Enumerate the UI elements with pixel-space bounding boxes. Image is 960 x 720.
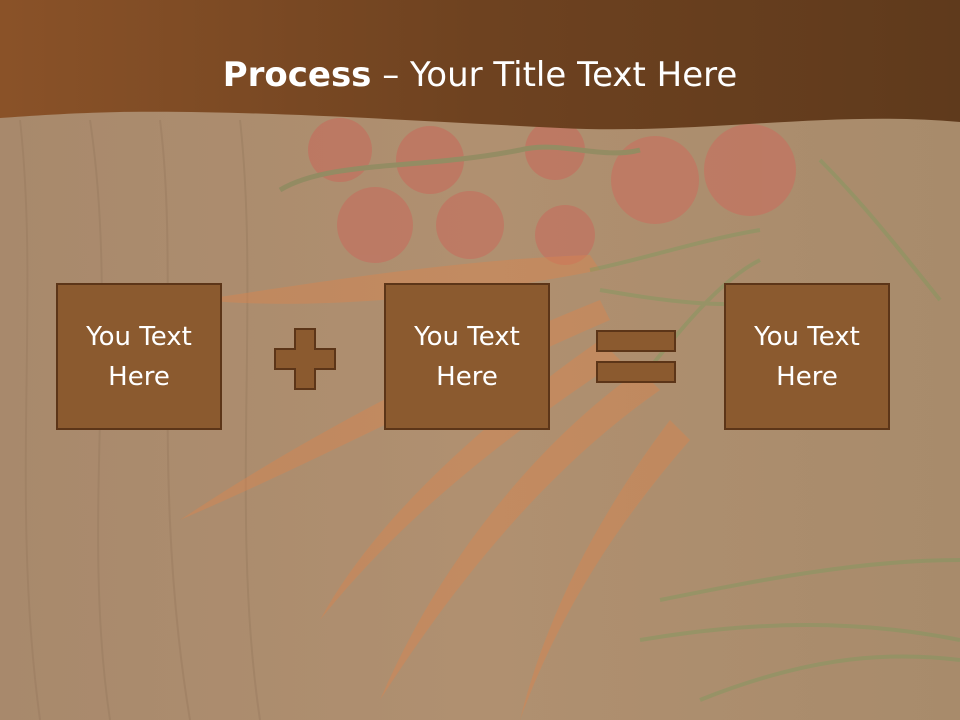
box-text-line2: Here — [108, 361, 170, 392]
box-text-line1: You Text — [754, 321, 860, 352]
process-box-1[interactable]: You Text Here — [56, 283, 222, 430]
box-text-line2: Here — [776, 361, 838, 392]
process-box-3[interactable]: You Text Here — [724, 283, 890, 430]
title-rest-text: – Your Title Text Here — [371, 55, 738, 95]
box-text-line2: Here — [436, 361, 498, 392]
header-banner — [0, 0, 960, 130]
equals-icon — [596, 330, 676, 383]
slide-title: Process – Your Title Text Here — [0, 53, 960, 97]
box-text-line1: You Text — [86, 321, 192, 352]
plus-icon — [274, 328, 336, 390]
title-bold-text: Process — [222, 55, 372, 95]
box-text-line1: You Text — [414, 321, 520, 352]
process-box-2[interactable]: You Text Here — [384, 283, 550, 430]
